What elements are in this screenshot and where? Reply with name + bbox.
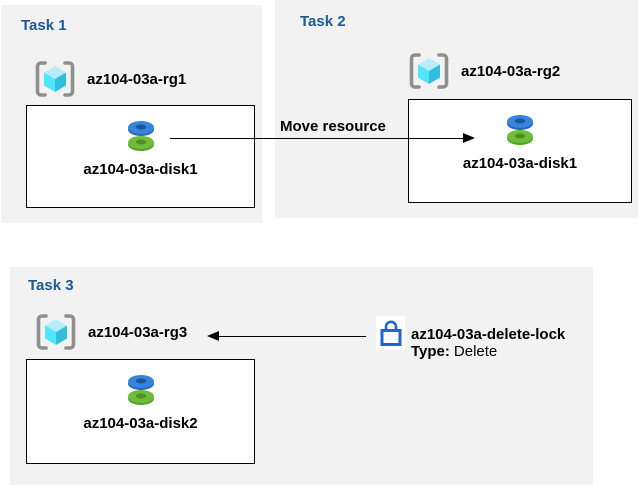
lock-icon [379,318,403,348]
task3-panel: Task 3 az104-03a-rg3 az104-03a-disk2 az1… [10,267,593,485]
resource-group-icon [34,60,76,98]
disk-icon [503,113,537,146]
lock-arrow-line [219,336,366,337]
task2-panel: Task 2 az104-03a-rg2 az104-03a-disk1 [275,0,638,218]
task2-resource-group: az104-03a-rg2 [408,52,560,90]
move-arrow-head-right-icon [463,133,475,143]
task1-resource-box: az104-03a-disk1 [26,105,255,208]
task2-title: Task 2 [300,13,346,30]
lock-type-value: Delete [453,343,498,360]
disk-icon [124,119,158,152]
lock-arrow-head-left-icon [207,331,219,341]
resource-group-name: az104-03a-rg2 [461,62,561,80]
task2-resource-box: az104-03a-disk1 [408,99,632,203]
task3-title: Task 3 [28,277,74,294]
lock-annotation: az104-03a-delete-lock Type:Delete [411,326,565,360]
lock-icon-tile [376,316,405,350]
resource-group-icon [35,313,77,351]
resource-name: az104-03a-disk1 [462,155,578,172]
task1-resource-group: az104-03a-rg1 [34,60,186,98]
resource-group-name: az104-03a-rg1 [87,70,187,88]
disk-icon [124,373,158,406]
resource-name: az104-03a-disk1 [83,161,198,178]
lock-name: az104-03a-delete-lock [411,326,566,343]
task3-resource-box: az104-03a-disk2 [26,359,255,464]
resource-name: az104-03a-disk2 [83,415,198,432]
task1-title: Task 1 [21,17,67,34]
task1-panel: Task 1 az104-03a-rg1 az104-03a-disk1 [1,5,262,223]
move-arrow-label: Move resource [280,118,386,135]
lock-type-row: Type:Delete [411,343,565,360]
move-arrow-line [170,138,464,139]
task3-resource-group: az104-03a-rg3 [35,313,187,351]
lock-type-label: Type: [411,343,450,360]
resource-group-icon [408,52,450,90]
resource-group-name: az104-03a-rg3 [88,323,188,341]
